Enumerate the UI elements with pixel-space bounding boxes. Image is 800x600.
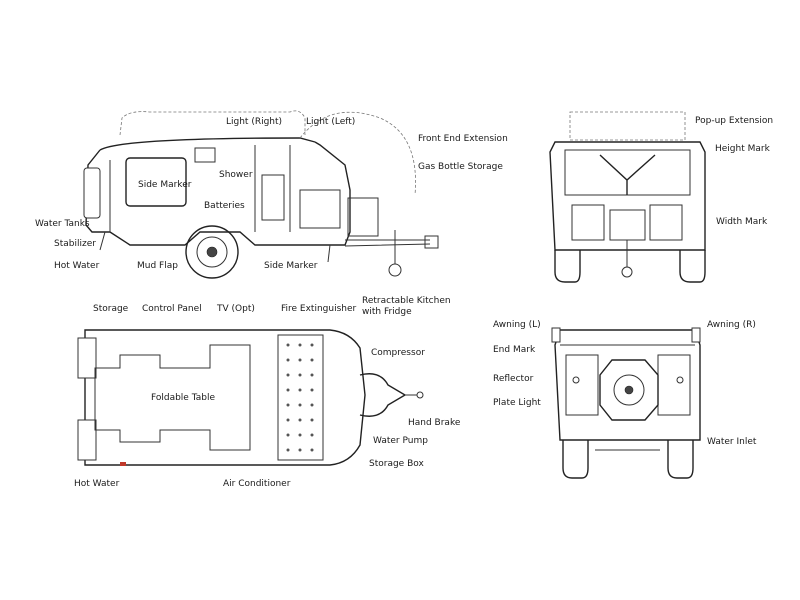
label-mud-flap: Mud Flap bbox=[137, 261, 178, 271]
label-height-mark: Height Mark bbox=[715, 144, 770, 154]
label-hot-water-side: Hot Water bbox=[54, 261, 100, 271]
label-stabilizer: Stabilizer bbox=[54, 239, 96, 249]
label-plate-light: Plate Light bbox=[493, 398, 541, 408]
label-compressor: Compressor bbox=[371, 348, 425, 358]
side-awning-outline bbox=[120, 111, 305, 135]
label-retractable-kitchen-1: Retractable Kitchen bbox=[362, 296, 451, 306]
rear-body-outline bbox=[555, 330, 700, 440]
label-light-left: Light (Left) bbox=[306, 117, 356, 127]
label-control-panel: Control Panel bbox=[142, 304, 202, 314]
front-extension-arc bbox=[300, 112, 416, 195]
front-popup-outline bbox=[570, 112, 685, 140]
label-water-inlet: Water Inlet bbox=[707, 437, 757, 447]
top-hitch bbox=[360, 374, 405, 417]
side-rear-spare bbox=[84, 168, 100, 218]
side-body-outline bbox=[86, 142, 350, 245]
top-body-outline bbox=[85, 330, 365, 465]
top-view-drawing bbox=[78, 330, 423, 466]
side-marker-panel-rect bbox=[126, 158, 186, 206]
top-table-area bbox=[95, 345, 250, 450]
label-shower: Shower bbox=[219, 170, 253, 180]
side-view-drawing bbox=[84, 111, 438, 278]
label-air-conditioner: Air Conditioner bbox=[223, 479, 291, 489]
label-side-marker-panel: Side Marker bbox=[138, 180, 192, 190]
label-retractable-kitchen-2: with Fridge bbox=[362, 307, 412, 317]
label-gas-bottle-storage: Gas Bottle Storage bbox=[418, 162, 503, 172]
rear-wheel-left bbox=[563, 440, 588, 478]
label-end-mark: End Mark bbox=[493, 345, 536, 355]
rear-wheel-right bbox=[668, 440, 693, 478]
front-y-frame bbox=[600, 155, 655, 195]
top-perforated-panel bbox=[278, 335, 323, 460]
rear-view-drawing bbox=[552, 328, 700, 478]
side-small-window bbox=[195, 148, 215, 162]
label-front-end-extension: Front End Extension bbox=[418, 134, 508, 144]
label-fire-extinguisher: Fire Extinguisher bbox=[281, 304, 357, 314]
label-awning-left: Awning (L) bbox=[493, 320, 541, 330]
label-foldable-table: Foldable Table bbox=[151, 393, 215, 403]
front-wheel-left bbox=[555, 250, 580, 282]
label-water-tanks: Water Tanks bbox=[35, 219, 90, 229]
front-jockey-wheel bbox=[622, 267, 632, 277]
label-light-right: Light (Right) bbox=[226, 117, 283, 127]
side-wheel bbox=[186, 226, 238, 278]
label-reflector: Reflector bbox=[493, 374, 534, 384]
label-storage: Storage bbox=[93, 304, 129, 314]
label-popup-extension: Pop-up Extension bbox=[695, 116, 774, 126]
top-hot-water-marker bbox=[120, 462, 126, 466]
label-awning-right: Awning (R) bbox=[707, 320, 756, 330]
rear-spare-wheel bbox=[600, 360, 658, 420]
label-batteries: Batteries bbox=[204, 201, 245, 211]
side-roof bbox=[100, 138, 315, 150]
side-drawbar bbox=[345, 240, 430, 246]
front-view-drawing bbox=[550, 112, 705, 282]
label-water-pump: Water Pump bbox=[373, 436, 428, 446]
label-tv: TV (Opt) bbox=[217, 304, 255, 314]
front-wheel-right bbox=[680, 250, 705, 282]
label-width-mark: Width Mark bbox=[716, 217, 768, 227]
label-storage-box: Storage Box bbox=[369, 459, 424, 469]
side-jockey-wheel bbox=[389, 264, 401, 276]
label-hand-brake: Hand Brake bbox=[408, 418, 461, 428]
label-hot-water-top: Hot Water bbox=[74, 479, 120, 489]
label-side-marker: Side Marker bbox=[264, 261, 318, 271]
